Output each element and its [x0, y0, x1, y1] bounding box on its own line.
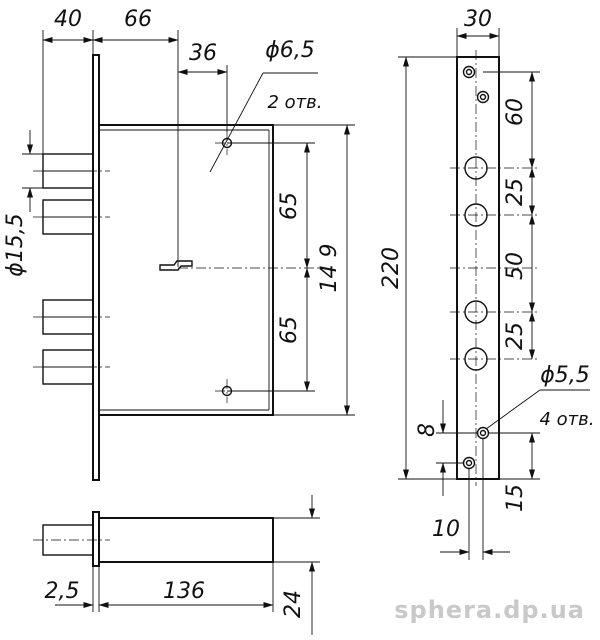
- bolt-top-1: [42, 153, 94, 189]
- screw-hole-3: [476, 426, 490, 440]
- dim-136: 136: [163, 579, 205, 604]
- bottom-view: 2,5 136 24: [33, 495, 320, 635]
- bolt-bottom-1: [42, 299, 94, 335]
- key-cam: [159, 260, 193, 271]
- dim-149: 14 9: [317, 244, 342, 293]
- dim-10: 10: [432, 517, 460, 542]
- dim-8: 8: [415, 423, 440, 437]
- bottom-case: [98, 517, 274, 563]
- dim-hole-count: 2 отв.: [267, 92, 322, 113]
- dim-25-bottom: 25: [503, 322, 528, 350]
- dim-65-top: 65: [277, 192, 302, 220]
- dim-screw-count: 4 отв.: [539, 409, 594, 430]
- dim-bolt-diameter: ϕ15,5: [3, 213, 28, 277]
- dim-screw-diameter: ϕ5,5: [540, 363, 590, 388]
- dim-30: 30: [464, 7, 492, 32]
- lock-case: [98, 124, 274, 416]
- dim-50: 50: [503, 252, 528, 280]
- screw-hole-2: [476, 90, 490, 104]
- dim-25-top: 25: [503, 178, 528, 206]
- dim-36: 36: [189, 41, 217, 66]
- dim-65-bottom: 65: [277, 316, 302, 344]
- front-view: 40 66 36 ϕ6,5 2 отв. 65 65 14 9 ϕ15,5: [3, 7, 355, 481]
- dim-220: 220: [379, 247, 404, 289]
- dim-40: 40: [54, 7, 82, 32]
- dim-15: 15: [503, 484, 528, 512]
- bolt-top-2: [42, 199, 94, 235]
- faceplate-view: 30 220 60 25 50 25: [379, 7, 595, 560]
- dim-2-5: 2,5: [45, 579, 80, 604]
- dim-hole-diameter: ϕ6,5: [265, 38, 315, 63]
- dim-66: 66: [124, 7, 152, 32]
- dim-60: 60: [503, 98, 528, 126]
- bolt-bottom-2: [42, 349, 94, 385]
- dim-24: 24: [281, 590, 306, 618]
- screw-hole-1: [462, 65, 476, 79]
- watermark: sphera.dp.ua: [394, 596, 585, 624]
- bottom-bolt: [42, 524, 94, 556]
- screw-hole-4: [462, 456, 476, 470]
